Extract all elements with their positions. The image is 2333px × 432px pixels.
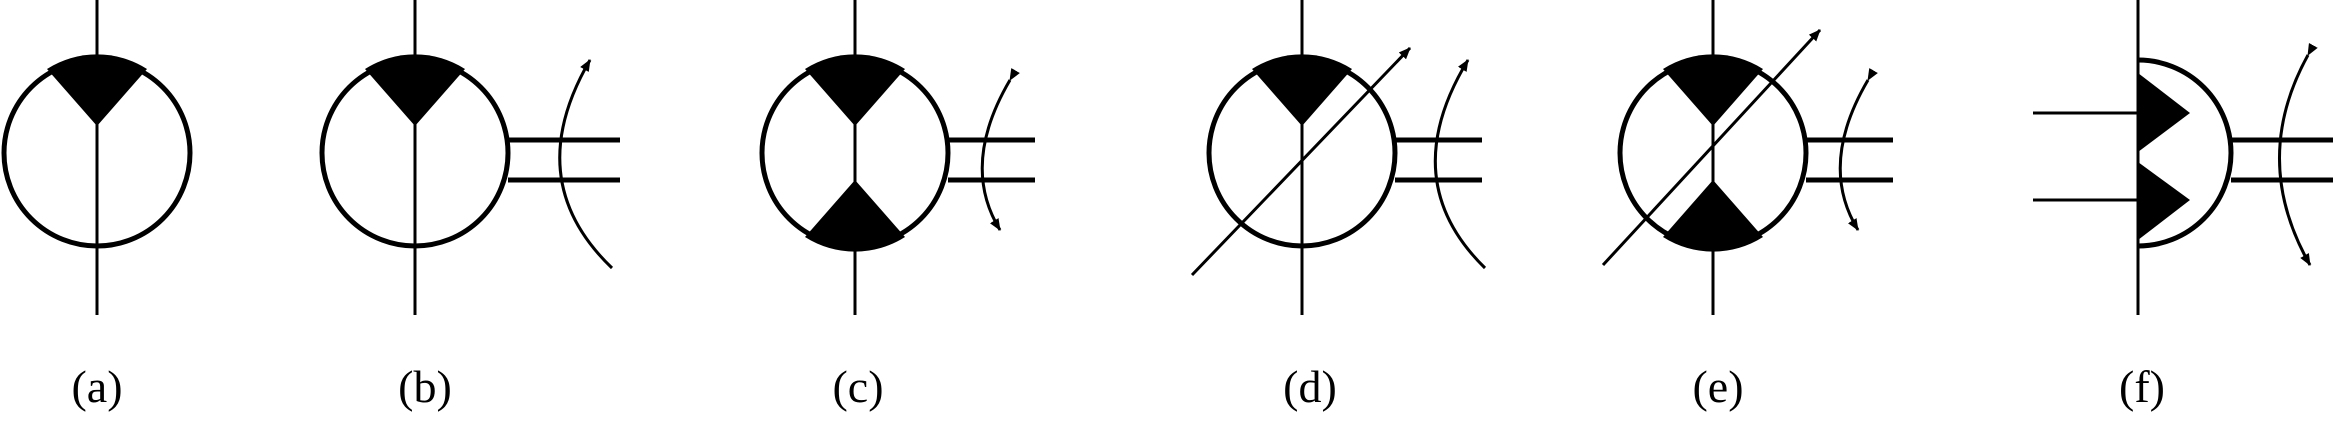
outlet-triangle bbox=[47, 54, 147, 126]
variable-displacement-arrow-icon bbox=[1601, 28, 1822, 267]
rotation-arrow-icon bbox=[558, 59, 614, 270]
outlet-triangle bbox=[1252, 54, 1352, 127]
flow-triangle-lower bbox=[2138, 162, 2190, 240]
symbol-b: (b) bbox=[319, 0, 620, 412]
symbol-d: (d) bbox=[1190, 0, 1487, 412]
half-circle bbox=[2137, 57, 2234, 249]
symbol-label: (f) bbox=[2119, 361, 2165, 412]
symbol-label: (b) bbox=[398, 361, 452, 412]
rotation-arrow-icon bbox=[1433, 59, 1487, 270]
symbol-label: (d) bbox=[1283, 361, 1337, 412]
symbol-e: (e) bbox=[1601, 0, 1893, 412]
unit-circle bbox=[1617, 57, 1809, 249]
outlet-triangle bbox=[805, 54, 905, 127]
rotation-arrow-icon bbox=[2278, 42, 2318, 266]
symbol-c: (c) bbox=[759, 0, 1035, 412]
inlet-triangle bbox=[805, 180, 905, 252]
outlet-triangle bbox=[1663, 54, 1763, 126]
unit-circle bbox=[759, 57, 951, 249]
variable-displacement-arrow-icon bbox=[1190, 46, 1412, 277]
symbol-a: (a) bbox=[1, 0, 193, 412]
unit-circle bbox=[1, 57, 193, 249]
symbol-label: (a) bbox=[71, 361, 122, 412]
symbol-label: (e) bbox=[1692, 361, 1743, 412]
unit-circle bbox=[319, 57, 511, 249]
symbol-f: (f) bbox=[2033, 0, 2333, 412]
outlet-triangle bbox=[365, 54, 465, 126]
rotation-arrow-icon bbox=[1838, 67, 1878, 231]
unit-circle bbox=[1206, 57, 1398, 249]
rotation-arrow-icon bbox=[980, 67, 1020, 231]
inlet-triangle bbox=[1663, 180, 1763, 252]
flow-triangle-upper bbox=[2138, 73, 2190, 152]
symbol-label: (c) bbox=[832, 361, 883, 412]
